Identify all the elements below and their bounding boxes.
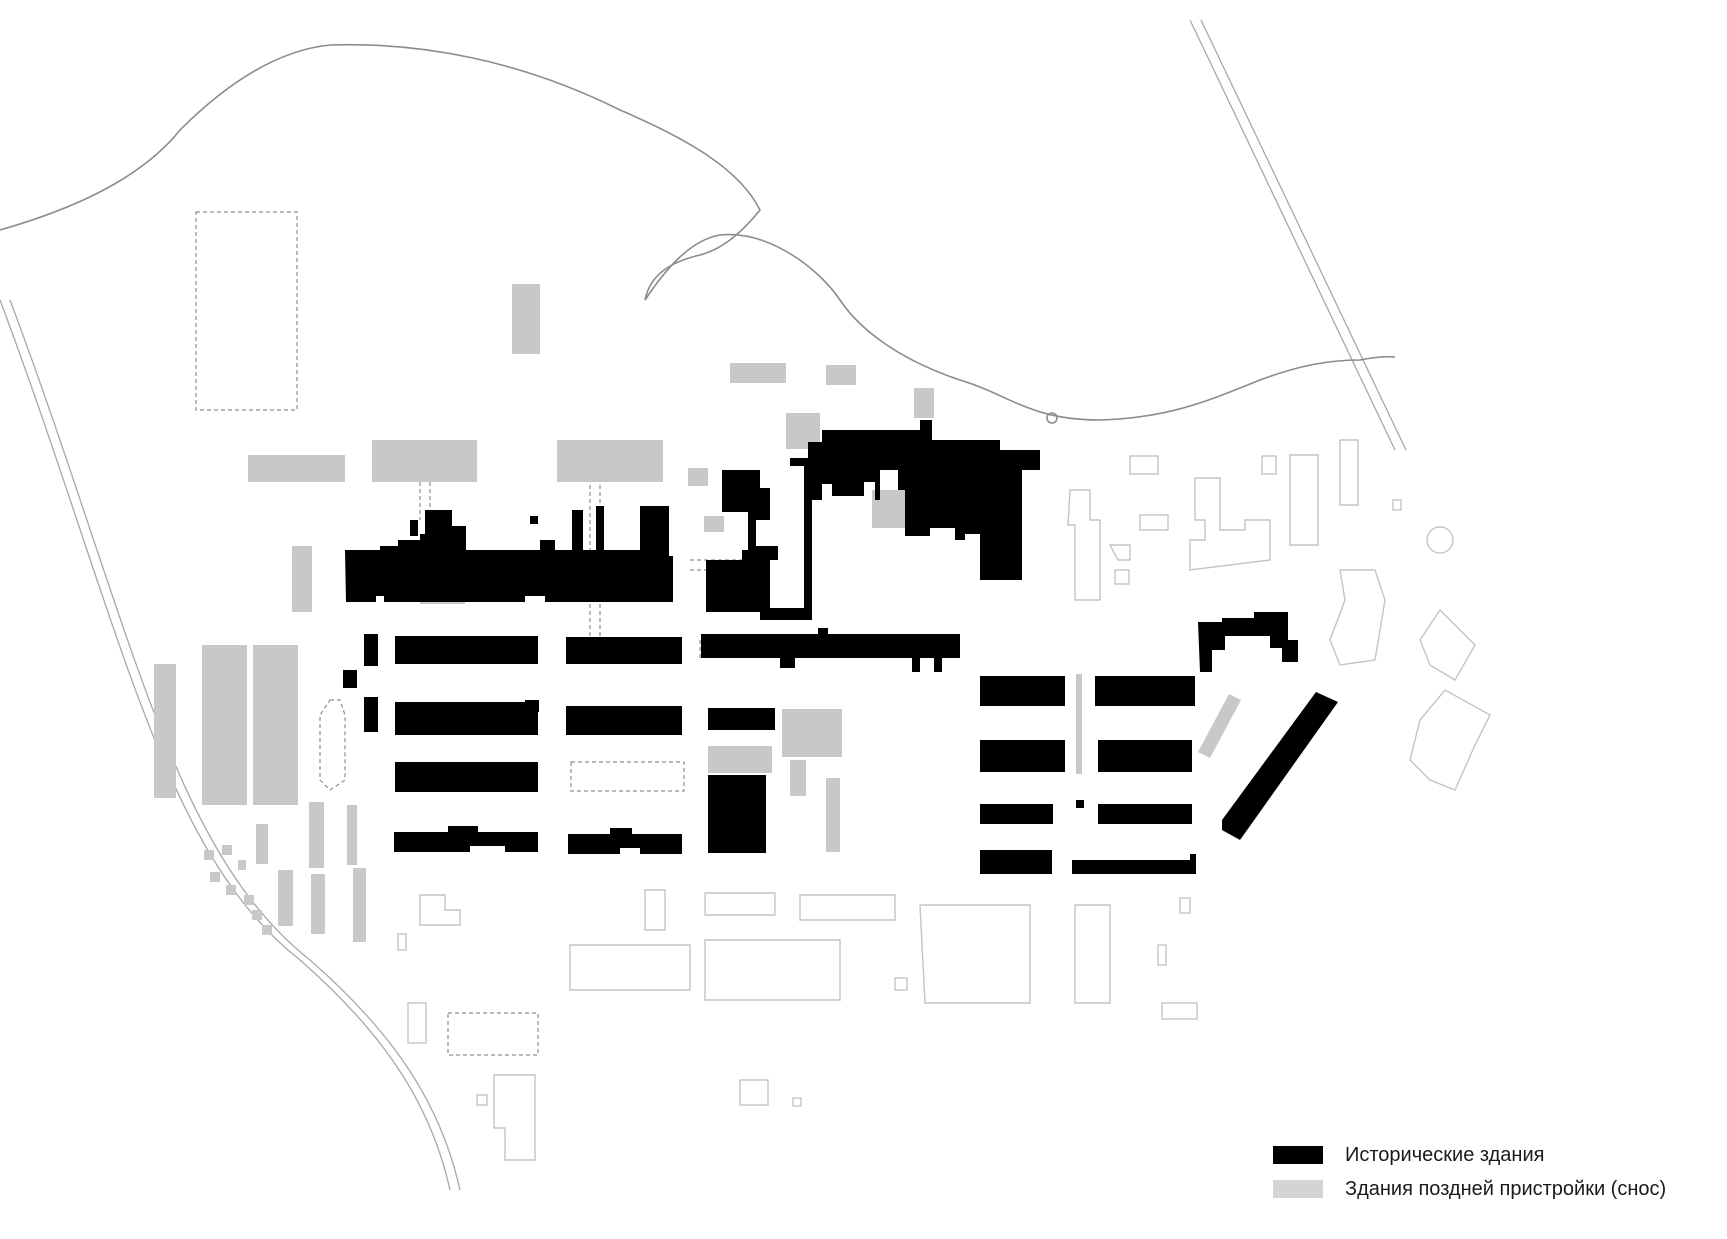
historic-buildings <box>343 420 1338 874</box>
legend-swatch-historic <box>1273 1146 1323 1164</box>
legend-row-late: Здания поздней пристройки (снос) <box>1273 1172 1713 1206</box>
legend: Исторические здания Здания поздней прист… <box>1273 1138 1713 1206</box>
small-circle-marker <box>1046 412 1058 424</box>
dashed-outlines <box>195 211 760 1056</box>
legend-row-historic: Исторические здания <box>1273 1138 1713 1172</box>
legend-label-late: Здания поздней пристройки (снос) <box>1345 1177 1667 1200</box>
late-buildings <box>154 284 1241 942</box>
legend-label-historic: Исторические здания <box>1345 1143 1545 1166</box>
legend-swatch-late <box>1273 1180 1323 1198</box>
shoreline <box>0 43 1396 421</box>
road-lines <box>0 19 1407 1191</box>
context-buildings <box>397 439 1491 1161</box>
